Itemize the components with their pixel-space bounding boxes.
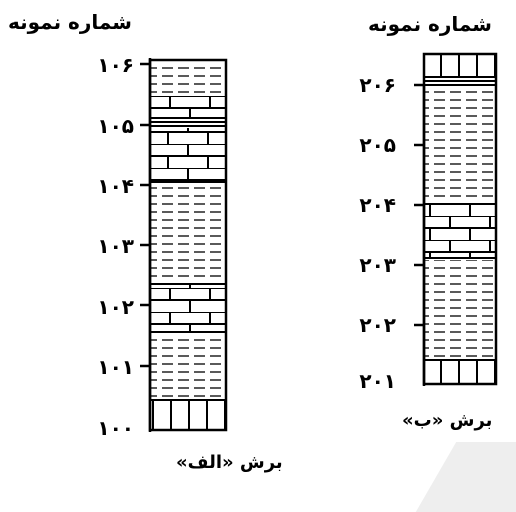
stratigraphic-columns [0,0,516,482]
column-b [414,54,496,386]
column-a [140,58,226,432]
